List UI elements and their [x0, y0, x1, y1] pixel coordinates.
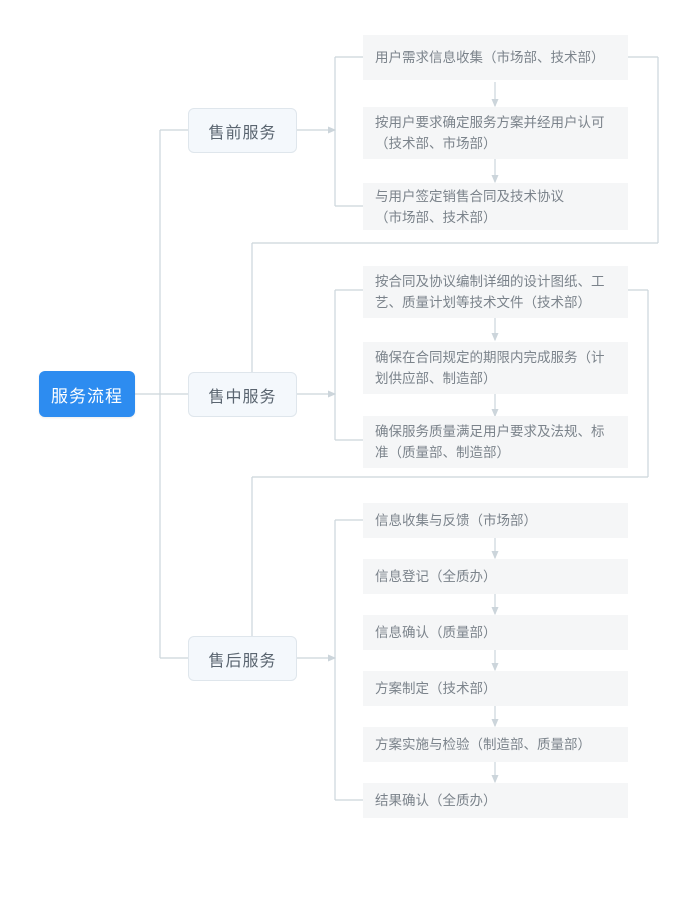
step-box[interactable]: 确保在合同规定的期限内完成服务（计 划供应部、制造部） — [363, 342, 628, 394]
category-node-presale[interactable]: 售前服务 — [188, 108, 297, 153]
step-text: 方案制定（技术部） — [375, 681, 497, 696]
step-text: 确保服务质量满足用户要求及法规、标 — [375, 424, 605, 439]
step-text: 信息收集与反馈（市场部） — [375, 513, 537, 528]
step-text: 确保在合同规定的期限内完成服务（计 — [375, 350, 605, 365]
step-text: 方案实施与检验（制造部、质量部） — [375, 737, 591, 752]
step-box[interactable]: 信息确认（质量部） — [363, 615, 628, 650]
category-label-midsale: 售中服务 — [208, 388, 277, 406]
step-text: 与用户签定销售合同及技术协议 — [375, 188, 564, 204]
step-box[interactable]: 方案实施与检验（制造部、质量部） — [363, 727, 628, 762]
root-label: 服务流程 — [51, 386, 123, 406]
step-text-line2: 划供应部、制造部） — [375, 371, 497, 386]
category-label-presale: 售前服务 — [208, 124, 277, 142]
step-text-line2: 艺、质量计划等技术文件（技术部） — [375, 295, 591, 310]
category-node-aftersale[interactable]: 售后服务 — [188, 636, 297, 681]
step-text: 结果确认（全质办） — [375, 793, 497, 808]
root-node[interactable]: 服务流程 — [39, 371, 135, 417]
step-box[interactable]: 确保服务质量满足用户要求及法规、标 准（质量部、制造部） — [363, 416, 628, 468]
step-text-line2: （技术部、市场部） — [375, 136, 497, 151]
step-text-line2: （市场部、技术部） — [375, 209, 497, 225]
step-text-line2: 准（质量部、制造部） — [375, 445, 510, 460]
step-text: 信息登记（全质办） — [375, 569, 497, 584]
step-box[interactable]: 与用户签定销售合同及技术协议 （市场部、技术部） — [363, 183, 628, 230]
step-box[interactable]: 按用户要求确定服务方案并经用户认可 （技术部、市场部） — [363, 107, 628, 159]
step-text: 按用户要求确定服务方案并经用户认可 — [375, 115, 605, 130]
step-box[interactable]: 结果确认（全质办） — [363, 783, 628, 818]
step-box[interactable]: 方案制定（技术部） — [363, 671, 628, 706]
step-box[interactable]: 信息收集与反馈（市场部） — [363, 503, 628, 538]
step-box[interactable]: 信息登记（全质办） — [363, 559, 628, 594]
step-box[interactable]: 按合同及协议编制详细的设计图纸、工 艺、质量计划等技术文件（技术部） — [363, 266, 628, 318]
category-node-midsale[interactable]: 售中服务 — [188, 372, 297, 417]
category-label-aftersale: 售后服务 — [208, 652, 277, 670]
step-box[interactable]: 用户需求信息收集（市场部、技术部） — [363, 35, 628, 80]
step-text: 信息确认（质量部） — [375, 625, 497, 640]
step-text: 按合同及协议编制详细的设计图纸、工 — [375, 274, 605, 289]
step-text: 用户需求信息收集（市场部、技术部） — [375, 50, 605, 65]
